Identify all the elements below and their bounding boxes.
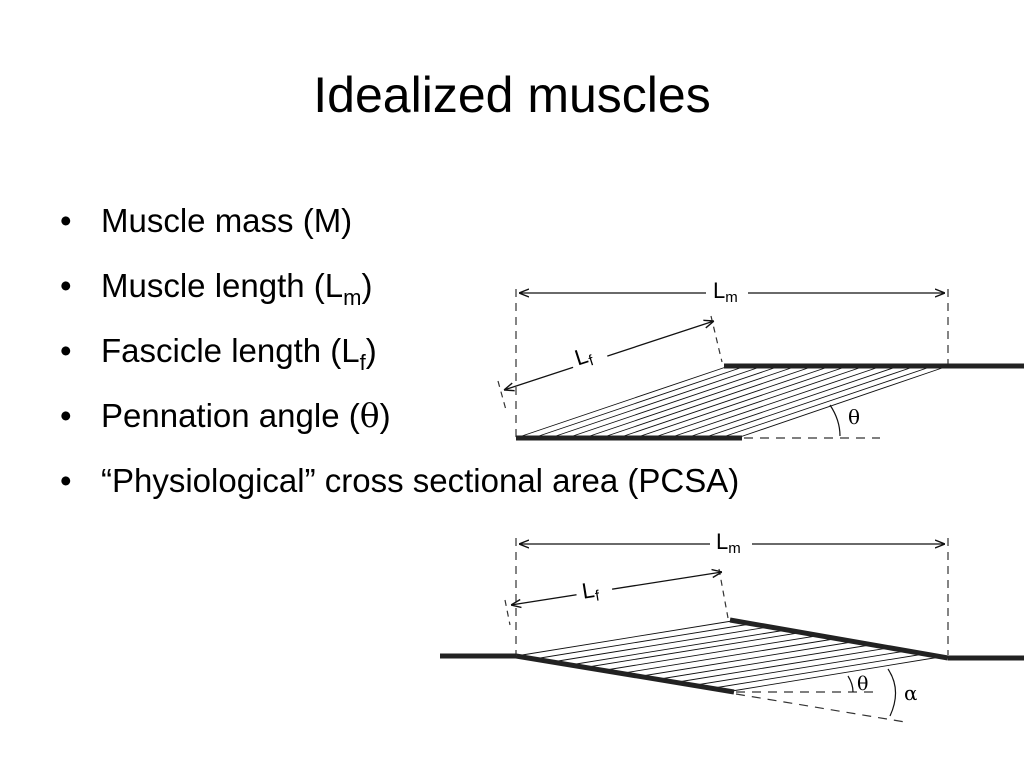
lf-dimension-arrow xyxy=(504,321,714,390)
bullet-dot: • xyxy=(60,267,72,304)
bullet-muscle-mass: • Muscle mass (M) xyxy=(60,188,739,253)
bullet-tail: ) xyxy=(361,267,373,304)
bullet-fascicle-length: • Fascicle length (Lf) xyxy=(60,318,739,383)
bullet-text: Muscle mass (M) xyxy=(101,202,353,239)
lf-dimension-arrow xyxy=(511,572,722,605)
pennate-angled-diagram: Lm Lf θ α xyxy=(440,529,1024,723)
alpha-label: α xyxy=(904,681,918,705)
lm-label: Lm xyxy=(716,529,741,557)
bullet-symbol: θ xyxy=(359,396,380,435)
bullet-text: Fascicle length (L xyxy=(101,332,360,369)
lf-right-guide xyxy=(710,315,723,363)
bullet-list: • Muscle mass (M) • Muscle length (Lm) •… xyxy=(60,188,739,513)
bullet-text: “Physiological” cross sectional area (PC… xyxy=(101,462,740,499)
bullet-pcsa: • “Physiological” cross sectional area (… xyxy=(60,448,739,513)
aponeurosis-extension-line xyxy=(735,693,906,723)
lm-label-mask xyxy=(710,531,752,555)
bullet-dot: • xyxy=(60,202,72,239)
lf-left-guide xyxy=(497,380,507,411)
bullet-dot: • xyxy=(60,397,72,434)
bullet-text: Pennation angle ( xyxy=(101,397,360,434)
lm-label: Lm xyxy=(713,278,738,306)
bullet-tail: ) xyxy=(365,332,377,369)
bullet-subscript: m xyxy=(343,285,362,310)
fascicle-lines xyxy=(515,366,946,439)
lf-right-guide xyxy=(718,568,729,619)
theta-label: θ xyxy=(848,405,860,429)
lf-left-guide xyxy=(504,599,511,626)
lm-label-mask xyxy=(706,280,748,304)
fascicle-lines xyxy=(515,620,947,692)
bullet-pennation-angle: • Pennation angle (θ) xyxy=(60,383,739,448)
slide-title: Idealized muscles xyxy=(313,67,711,123)
bullet-subscript: f xyxy=(359,350,366,375)
unipennate-diagram: Lm Lf θ xyxy=(497,278,1024,441)
bullet-text: Muscle length (L xyxy=(101,267,344,304)
bullet-dot: • xyxy=(60,332,72,369)
upper-aponeurosis xyxy=(729,617,949,661)
bullet-muscle-length: • Muscle length (Lm) xyxy=(60,253,739,318)
angle-arc xyxy=(829,404,841,437)
lf-label-mask xyxy=(574,574,614,606)
theta-label: θ xyxy=(857,673,868,695)
theta-arc xyxy=(847,675,854,693)
lower-aponeurosis xyxy=(515,653,735,695)
alpha-arc xyxy=(887,668,897,717)
lf-label-mask xyxy=(566,337,610,373)
lf-label: Lf xyxy=(580,576,601,606)
bullet-tail: ) xyxy=(379,397,391,434)
bullet-dot: • xyxy=(60,462,72,499)
